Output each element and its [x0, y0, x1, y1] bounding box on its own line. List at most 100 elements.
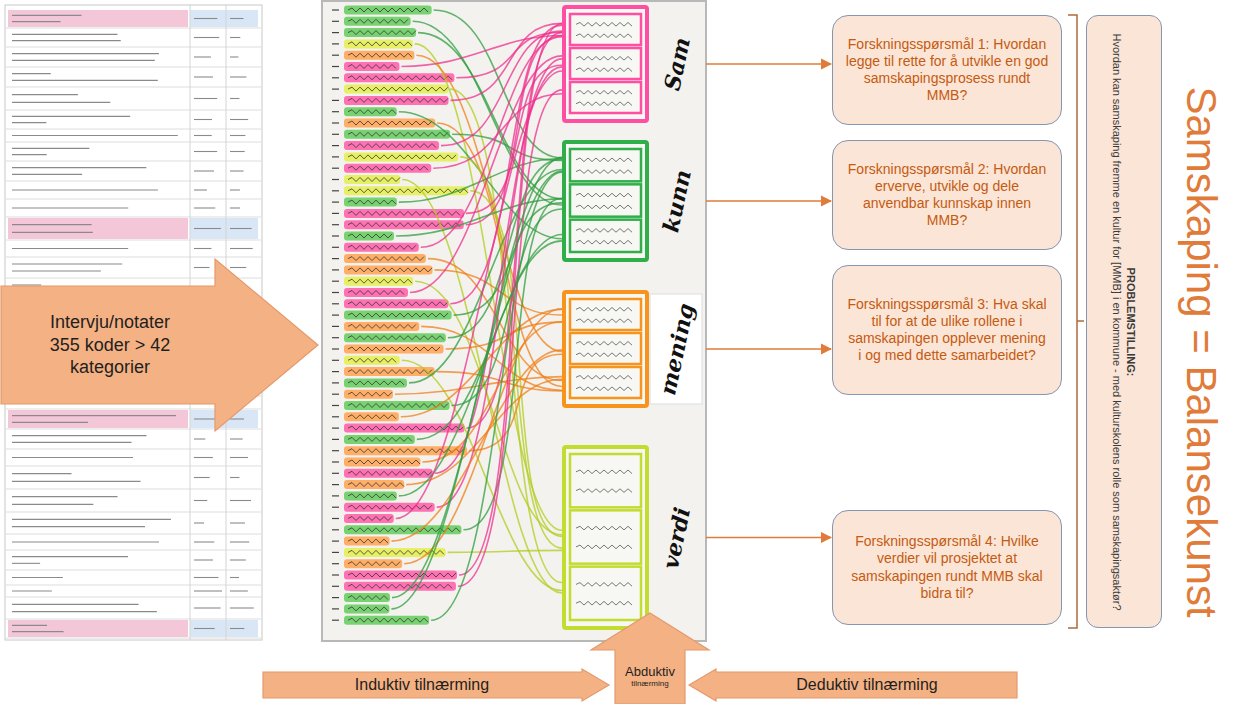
handwriting-scribble [576, 34, 632, 38]
handwriting-scribble [348, 178, 400, 182]
marker-stroke [344, 288, 408, 297]
subcategory-box [570, 454, 641, 507]
handwriting-scribble [348, 426, 464, 430]
handwriting-scribble [348, 121, 432, 125]
handwriting-scribble [348, 471, 432, 475]
subcategory-box [570, 510, 641, 563]
marker-stroke [344, 209, 464, 218]
approach-arrow: Deduktiv tilnærming [688, 668, 1018, 702]
text-stroke [194, 559, 213, 560]
arrow-text: Intervju/notater 355 koder > 42 kategori… [35, 311, 185, 379]
handwriting-scribble [348, 528, 460, 532]
table-header [190, 10, 258, 27]
question-box: Forskningsspørsmål 3: Hva skal til for a… [832, 265, 1062, 395]
handwriting-scribble [348, 291, 404, 295]
coding-curve [458, 90, 562, 586]
table-rule [6, 110, 261, 111]
text-stroke [230, 577, 239, 578]
handwriting-scribble [348, 618, 428, 622]
row-number-mark [332, 586, 339, 587]
handwriting-scribble [348, 562, 400, 566]
subcategory-box [570, 367, 641, 398]
table-rule [6, 67, 261, 68]
question-text: Forskningsspørsmål 4: Hvilke verdier vil… [845, 533, 1049, 601]
row-number-mark [332, 495, 339, 496]
table-row [6, 148, 261, 161]
text-stroke [12, 284, 41, 285]
marker-stroke [344, 514, 394, 523]
marker-stroke [344, 322, 419, 331]
text-stroke [230, 189, 240, 190]
process-arrow: Intervju/notater 355 koder > 42 kategori… [0, 258, 320, 433]
arrow-text: tilnærming [631, 679, 668, 688]
text-stroke [12, 73, 51, 74]
text-stroke [230, 119, 248, 120]
row-number-mark [332, 55, 339, 56]
text-stroke [12, 40, 121, 41]
handwriting-scribble [348, 279, 412, 283]
subcategory-box [570, 14, 641, 45]
table-rule [6, 619, 261, 620]
table-rule [6, 489, 261, 490]
row-number-mark [332, 145, 339, 146]
coding-curve [404, 309, 562, 564]
handwriting-scribble [348, 517, 392, 521]
row-number-mark [332, 563, 339, 564]
table-rule [6, 597, 261, 598]
handwriting-scribble [348, 370, 432, 374]
handwriting-scribble [348, 155, 456, 159]
handwriting-scribble [348, 65, 396, 69]
connector-arrow [706, 537, 831, 539]
text-stroke [194, 267, 210, 268]
text-stroke [12, 611, 157, 612]
table-row [6, 116, 261, 129]
handwriting-scribble [576, 601, 632, 605]
row-number-mark [332, 303, 339, 304]
text-stroke [12, 135, 178, 136]
marker-stroke [344, 141, 439, 150]
arrow-text: Deduktiv tilnærming [796, 676, 937, 694]
table-row [6, 249, 261, 258]
label-area: Samskaping = Balansekunst [1165, 0, 1237, 704]
text-stroke [194, 119, 212, 120]
table-row [6, 34, 261, 47]
handwriting-scribble [576, 102, 632, 106]
table-header [190, 218, 258, 239]
row-number-mark [332, 100, 339, 101]
text-stroke [230, 477, 239, 478]
text-stroke [230, 98, 239, 99]
row-number-mark [332, 9, 339, 10]
text-stroke [194, 135, 212, 136]
marker-stroke [344, 390, 393, 399]
subcategory-box [570, 220, 641, 252]
marker-stroke [344, 356, 400, 365]
text-stroke [230, 56, 238, 57]
handwriting-scribble [348, 324, 416, 328]
row-number-mark [332, 156, 339, 157]
table-row [6, 436, 261, 449]
row-number-mark [332, 326, 339, 327]
text-area: kunn [648, 140, 705, 262]
question-text: Forskningsspørsmål 1: Hvordan legge til … [845, 36, 1049, 104]
coding-curve [448, 550, 562, 552]
handwriting-scribble [348, 268, 432, 272]
coding-curve [402, 360, 562, 590]
text-area: PROBLEMSTILLING:Hvordan kan samskaping f… [1110, 30, 1139, 613]
category-group: Sam [562, 5, 705, 123]
marker-stroke [344, 175, 400, 184]
marker-stroke [344, 17, 411, 26]
subcategory-box [570, 184, 641, 216]
marker-stroke [344, 435, 415, 444]
problem-box: PROBLEMSTILLING:Hvordan kan samskaping f… [1086, 15, 1162, 628]
text-stroke [194, 500, 207, 501]
marker-stroke [344, 164, 431, 173]
handwriting-scribble [348, 234, 392, 238]
text-stroke [230, 207, 240, 208]
table-row [6, 497, 261, 512]
row-number-mark [332, 518, 339, 519]
table-rule [6, 87, 261, 88]
row-number-mark [332, 202, 339, 203]
row-number-mark [332, 461, 339, 462]
text-area: mening [648, 290, 705, 408]
text-stroke [12, 604, 139, 605]
